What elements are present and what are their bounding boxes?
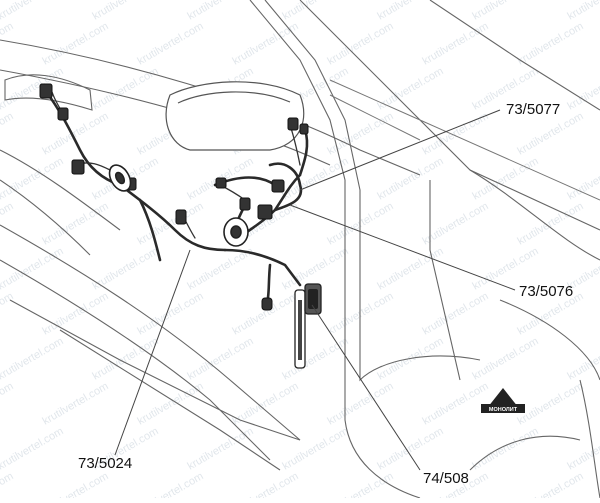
watermark-text: krutilvertel.com (91, 65, 161, 112)
watermark-text: krutilvertel.com (281, 335, 351, 382)
watermark-text: krutilvertel.com (136, 200, 206, 247)
watermark-text: krutilvertel.com (231, 470, 301, 498)
watermark-text: krutilvertel.com (41, 290, 111, 337)
watermark-text: krutilvertel.com (136, 290, 206, 337)
watermark-text: krutilvertel.com (0, 380, 16, 427)
watermark-text: krutilvertel.com (41, 470, 111, 498)
callout-73-5024: 73/5024 (78, 455, 132, 472)
watermark-text: krutilvertel.com (376, 65, 446, 112)
side-mirror (166, 82, 304, 150)
watermark-text: krutilvertel.com (0, 335, 66, 382)
watermark-text: krutilvertel.com (0, 0, 66, 23)
watermark-text: krutilvertel.com (0, 290, 16, 337)
watermark-text: krutilvertel.com (471, 0, 541, 23)
watermark-text: krutilvertel.com (516, 470, 586, 498)
watermark-text: krutilvertel.com (231, 20, 301, 67)
watermark-text: krutilvertel.com (231, 290, 301, 337)
watermark-text: krutilvertel.com (421, 290, 491, 337)
watermark-text: krutilvertel.com (186, 0, 256, 23)
watermark-text: krutilvertel.com (0, 425, 66, 472)
watermark-text: krutilvertel.com (0, 20, 16, 67)
watermark-text: krutilvertel.com (471, 425, 541, 472)
watermark-text: krutilvertel.com (186, 425, 256, 472)
watermark-text: krutilvertel.com (566, 65, 600, 112)
watermark-text: krutilvertel.com (0, 155, 66, 202)
callout-73-5077: 73/5077 (506, 101, 560, 118)
watermark-text: krutilvertel.com (471, 155, 541, 202)
watermark-text: krutilvertel.com (136, 20, 206, 67)
window-frame (330, 80, 600, 200)
watermark-text: krutilvertel.com (376, 155, 446, 202)
watermark-text: krutilvertel.com (41, 110, 111, 157)
watermark-text: krutilvertel.com (421, 200, 491, 247)
callout-74-508: 74/508 (423, 470, 469, 487)
watermark-text: krutilvertel.com (516, 20, 586, 67)
watermark-text: krutilvertel.com (91, 0, 161, 23)
watermark-text: krutilvertel.com (376, 245, 446, 292)
watermark-text: krutilvertel.com (41, 380, 111, 427)
watermark-text: krutilvertel.com (421, 110, 491, 157)
watermark-text: krutilvertel.com (566, 335, 600, 382)
watermark-text: krutilvertel.com (326, 470, 396, 498)
watermark-text: krutilvertel.com (136, 470, 206, 498)
watermark-text: krutilvertel.com (326, 380, 396, 427)
watermark-text: krutilvertel.com (0, 470, 16, 498)
watermark-text: krutilvertel.com (0, 110, 16, 157)
watermark-text: krutilvertel.com (421, 20, 491, 67)
watermark-text: krutilvertel.com (421, 380, 491, 427)
watermark-text: krutilvertel.com (376, 425, 446, 472)
watermark-text: krutilvertel.com (566, 0, 600, 23)
watermark-text: krutilvertel.com (0, 245, 66, 292)
watermark-text: krutilvertel.com (186, 335, 256, 382)
watermark-text: krutilvertel.com (516, 380, 586, 427)
watermark-text: krutilvertel.com (566, 155, 600, 202)
watermark-text: krutilvertel.com (0, 200, 16, 247)
watermark-text: krutilvertel.com (471, 335, 541, 382)
watermark-text: krutilvertel.com (281, 0, 351, 23)
callout-73-5076: 73/5076 (519, 283, 573, 300)
logo-text: МОНОЛИТ (489, 407, 518, 413)
